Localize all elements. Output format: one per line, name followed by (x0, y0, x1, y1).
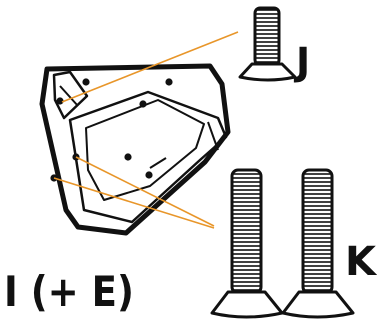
long-screw-icon (210, 168, 284, 319)
bracket-plate-icon (39, 63, 231, 236)
leader-lines (53, 31, 239, 229)
leader-line-k-upper (75, 156, 215, 227)
leader-line-j (61, 31, 239, 103)
short-screw-icon (238, 6, 297, 82)
leader-line-k-lower (53, 177, 215, 229)
label-long-screws: K (345, 239, 377, 285)
long-screw-icon (281, 168, 355, 319)
label-bracket-part: I (+ E) (4, 267, 134, 316)
label-short-screw: J (293, 40, 310, 84)
